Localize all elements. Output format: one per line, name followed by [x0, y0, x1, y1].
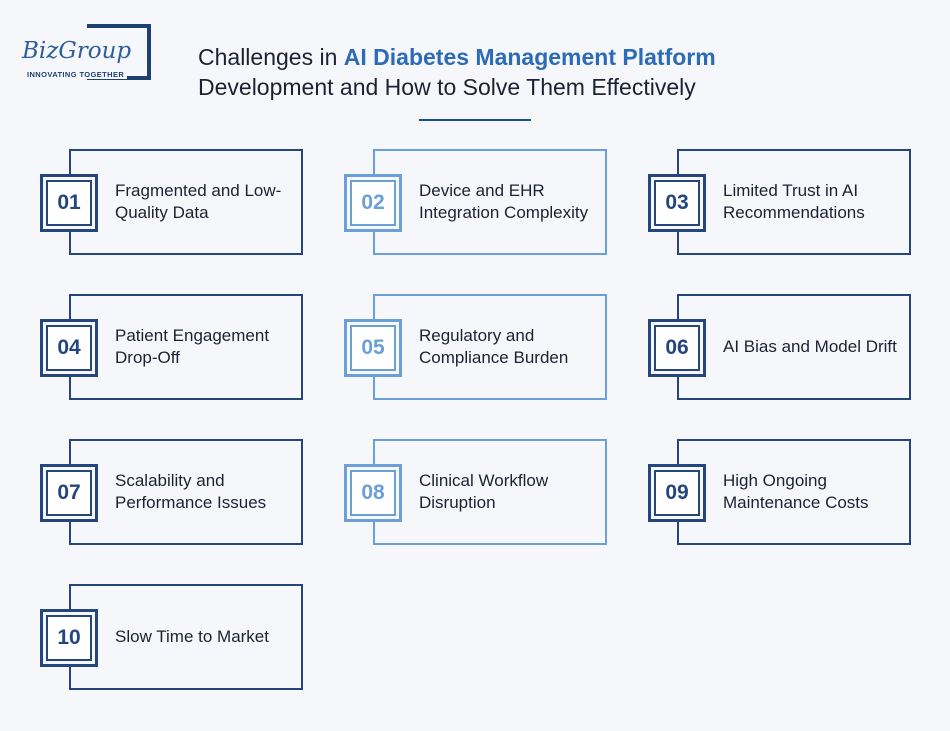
challenge-number-06: 06 [648, 319, 706, 377]
page-title: Challenges in AI Diabetes Management Pla… [198, 42, 898, 102]
title-underline [419, 119, 531, 121]
challenge-number-02: 02 [344, 174, 402, 232]
title-line2: Development and How to Solve Them Effect… [198, 74, 696, 100]
challenge-label: Device and EHR Integration Complexity [419, 181, 589, 222]
challenge-label: Regulatory and Compliance Burden [419, 326, 569, 367]
challenge-card-04: Patient Engagement Drop-Off [69, 294, 303, 400]
challenge-label: High Ongoing Maintenance Costs [723, 471, 869, 512]
challenge-label: Fragmented and Low-Quality Data [115, 181, 282, 222]
challenge-card-09: High Ongoing Maintenance Costs [677, 439, 911, 545]
challenge-card-07: Scalability and Performance Issues [69, 439, 303, 545]
challenge-number-text: 05 [361, 336, 385, 359]
challenge-number-text: 09 [665, 481, 689, 504]
challenge-number-08: 08 [344, 464, 402, 522]
challenge-label: AI Bias and Model Drift [723, 337, 897, 356]
challenge-card-02: Device and EHR Integration Complexity [373, 149, 607, 255]
challenge-number-03: 03 [648, 174, 706, 232]
challenge-card-05: Regulatory and Compliance Burden [373, 294, 607, 400]
challenge-label: Scalability and Performance Issues [115, 471, 267, 512]
challenge-card-03: Limited Trust in AI Recommendations [677, 149, 911, 255]
challenge-number-09: 09 [648, 464, 706, 522]
challenge-number-01: 01 [40, 174, 98, 232]
bizgroup-logo: BizGroup INNOVATING TOGETHER [22, 24, 156, 82]
challenge-label: Limited Trust in AI Recommendations [723, 181, 865, 222]
title-highlight: AI Diabetes Management Platform [343, 44, 716, 70]
challenge-number-05: 05 [344, 319, 402, 377]
challenge-label: Slow Time to Market [115, 627, 269, 646]
challenge-number-text: 01 [57, 191, 81, 214]
challenge-number-text: 08 [361, 481, 385, 504]
challenge-number-text: 02 [361, 191, 385, 214]
challenge-number-text: 04 [57, 336, 81, 359]
challenge-number-07: 07 [40, 464, 98, 522]
challenge-number-text: 07 [57, 481, 81, 504]
logo-tagline: INNOVATING TOGETHER [27, 70, 128, 79]
challenge-label: Clinical Workflow Disruption [419, 471, 549, 512]
challenge-number-10: 10 [40, 609, 98, 667]
challenge-card-06: AI Bias and Model Drift [677, 294, 911, 400]
challenge-number-text: 10 [57, 626, 81, 649]
challenge-number-text: 06 [665, 336, 689, 359]
challenge-card-01: Fragmented and Low-Quality Data [69, 149, 303, 255]
challenge-number-04: 04 [40, 319, 98, 377]
challenge-card-08: Clinical Workflow Disruption [373, 439, 607, 545]
title-prefix: Challenges in [198, 44, 344, 70]
challenge-label: Patient Engagement Drop-Off [115, 326, 270, 367]
logo-wordmark: BizGroup [22, 38, 134, 64]
challenge-number-text: 03 [665, 191, 689, 214]
challenge-card-10: Slow Time to Market [69, 584, 303, 690]
